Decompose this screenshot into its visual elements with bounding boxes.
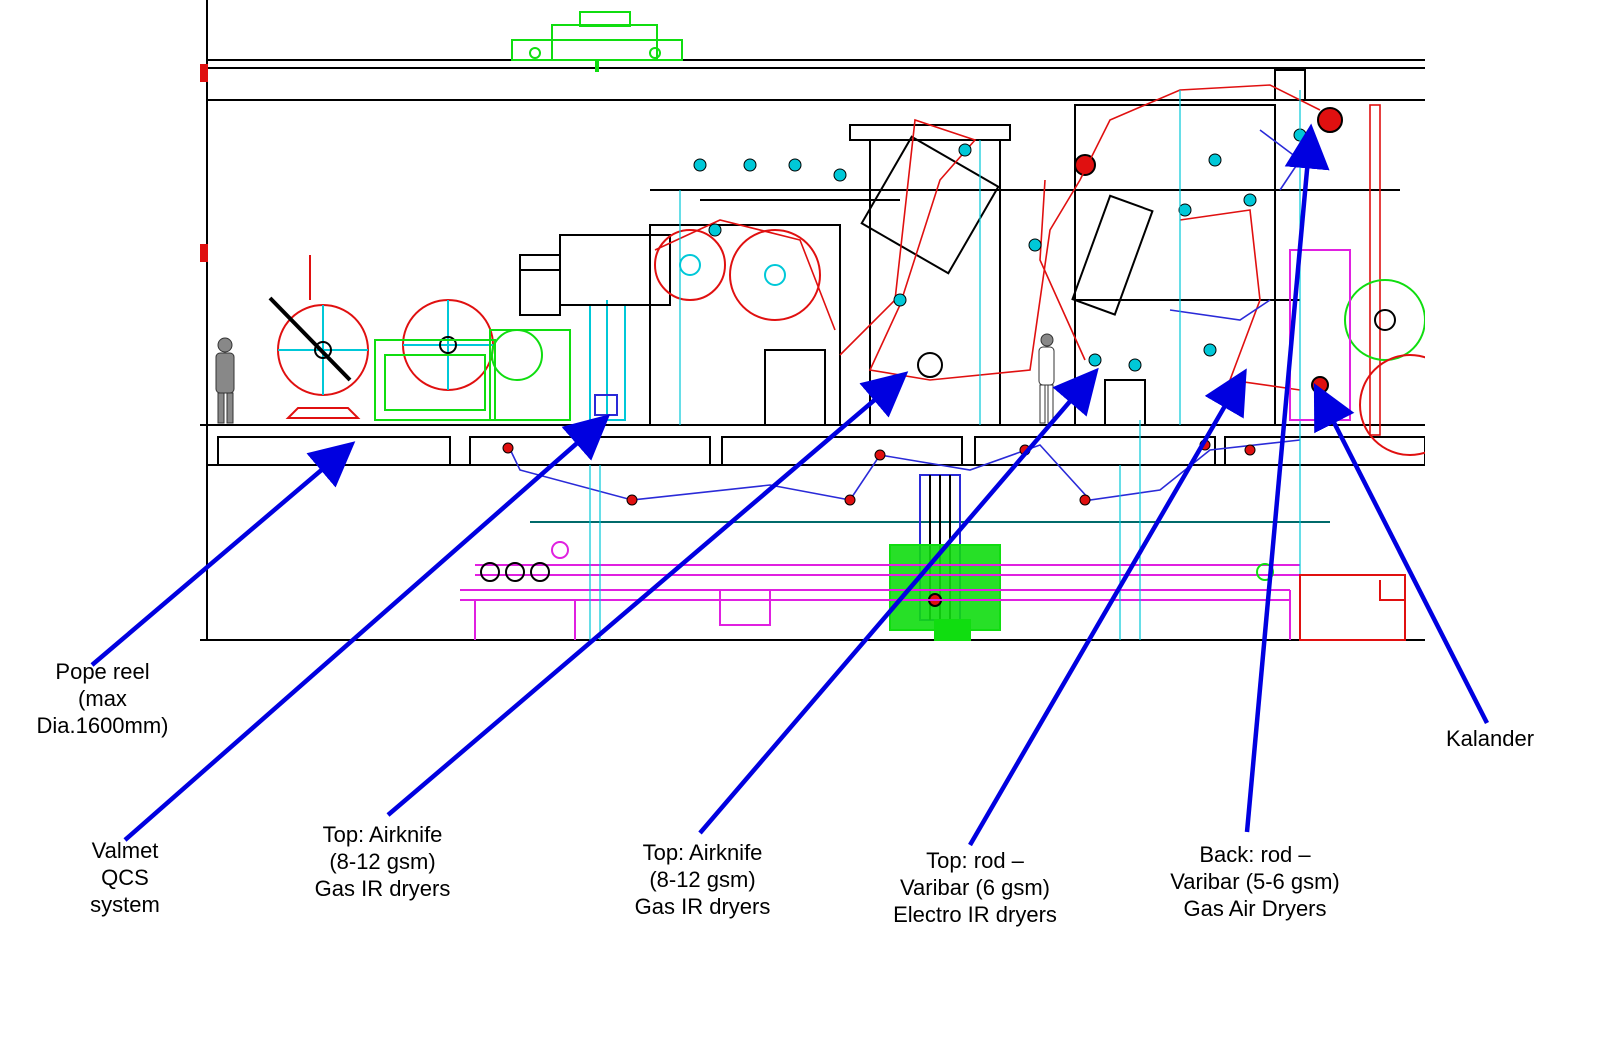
label-airknife-1: Top: Airknife (8-12 gsm) Gas IR dryers <box>314 822 451 901</box>
label-airknife-2: Top: Airknife (8-12 gsm) Gas IR dryers <box>634 840 771 919</box>
pump-units <box>480 541 1274 626</box>
overhead-crane <box>511 11 683 72</box>
lower-web-path <box>507 129 1302 501</box>
label-kalander: Kalander <box>1445 726 1535 751</box>
label-valmet-qcs: Valmet QCS system <box>90 838 160 917</box>
callout-arrows <box>90 123 1490 847</box>
label-back-rod: Back: rod – Varibar (5-6 gsm) Gas Air Dr… <box>1170 842 1340 921</box>
arrow-airknife-1 <box>386 371 909 817</box>
guide-rollers <box>693 128 1307 372</box>
qcs-scanner <box>589 300 626 421</box>
worker-figures <box>215 333 1055 424</box>
arrow-pope-reel <box>90 441 356 667</box>
pope-reel-machine <box>268 255 571 421</box>
arrow-back-rod <box>1244 123 1330 833</box>
support-structure <box>519 69 1400 426</box>
arrow-kalander <box>1313 382 1490 725</box>
arrow-airknife-2 <box>698 367 1099 835</box>
magenta-piping <box>460 564 1300 640</box>
dryer-cylinders <box>654 107 1343 378</box>
label-pope-reel: Pope reel (max Dia.1600mm) <box>36 659 169 738</box>
cyan-verticals <box>589 90 1301 640</box>
arrow-top-rod <box>968 368 1247 847</box>
web-path <box>654 84 1381 436</box>
arrow-valmet-qcs <box>123 414 611 842</box>
label-top-rod: Top: rod – Varibar (6 gsm) Electro IR dr… <box>893 848 1057 927</box>
